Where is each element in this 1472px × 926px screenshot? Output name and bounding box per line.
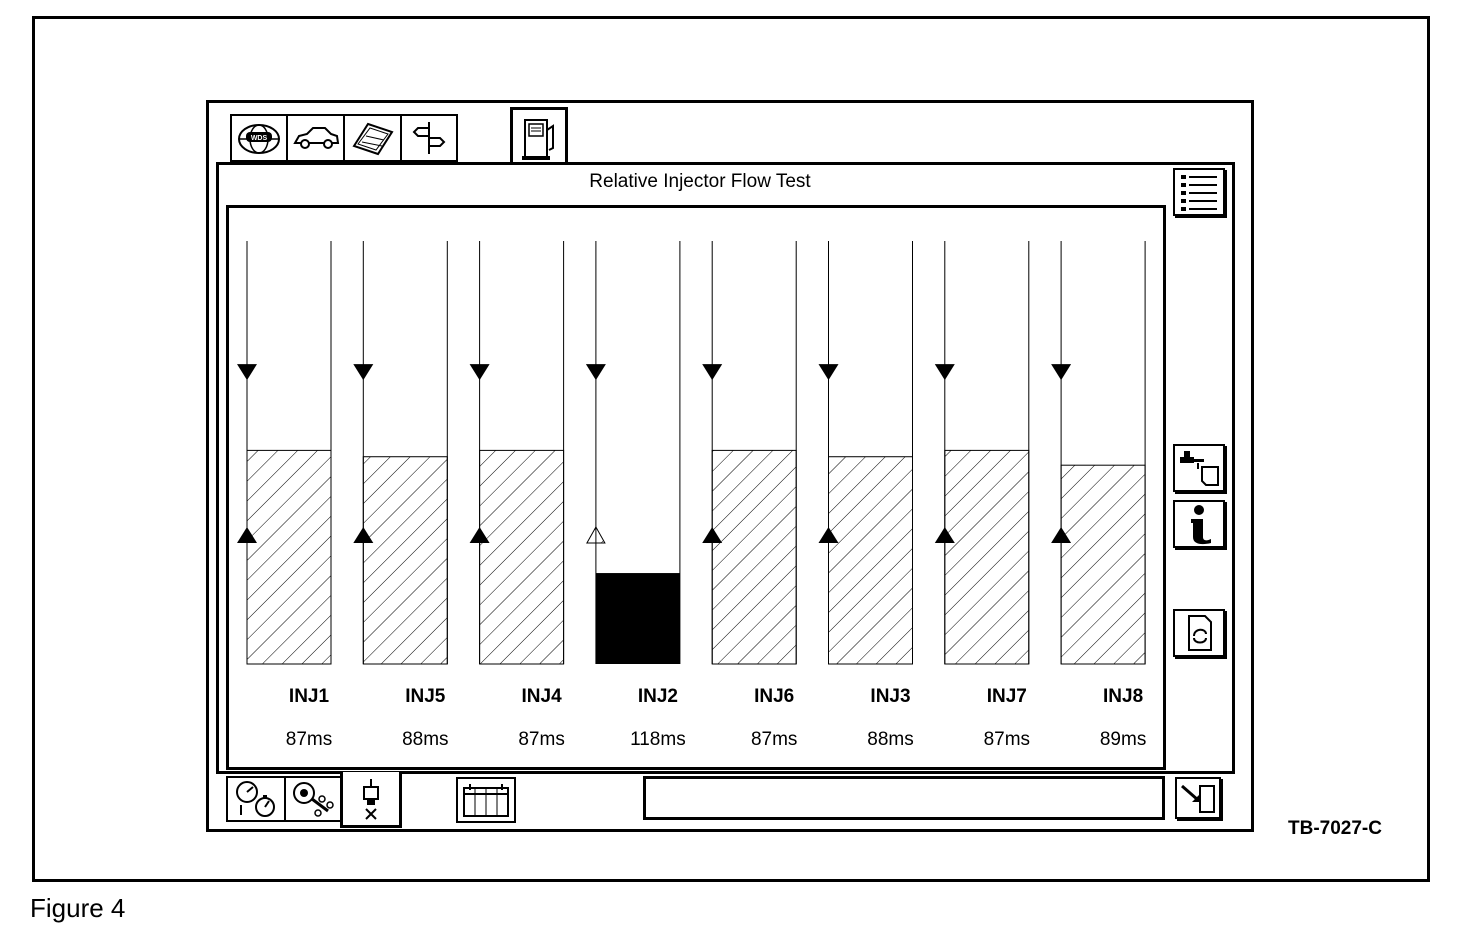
fuel-pump-icon [522, 118, 554, 160]
wds-globe-icon: WDS [238, 124, 280, 154]
injector-label: INJ4 [521, 686, 562, 707]
lower-limit-marker [1051, 526, 1072, 543]
tab-actuator[interactable] [284, 776, 342, 822]
figure-caption: Figure 4 [30, 893, 126, 923]
upper-limit-marker [353, 364, 374, 381]
signpost-icon [412, 122, 446, 154]
upper-limit-marker [1051, 364, 1072, 381]
injector-bar [479, 449, 565, 665]
status-message-field [643, 776, 1165, 820]
svg-text:WDS: WDS [251, 135, 268, 142]
injector-icon [363, 778, 379, 820]
refresh-page-button[interactable] [1173, 609, 1225, 657]
lower-limit-marker [353, 526, 374, 543]
gauges-icon [236, 781, 275, 817]
injector-pulse-value: 89ms [1099, 729, 1147, 750]
tab-wds[interactable]: WDS [230, 114, 288, 162]
tab-gauges[interactable] [226, 776, 286, 822]
injector-label: INJ8 [1103, 686, 1144, 707]
upper-limit-marker [469, 364, 490, 381]
reference-code: TB-7027-C [1288, 818, 1382, 839]
injector-bar [595, 573, 680, 664]
injector-bar [944, 449, 1030, 665]
upper-limit-marker [818, 364, 839, 381]
injector-label: INJ7 [986, 686, 1027, 707]
list-menu-button[interactable] [1173, 168, 1225, 216]
tab-toolbox[interactable] [343, 114, 402, 162]
injector-bar [711, 449, 797, 665]
upper-limit-marker [237, 364, 257, 381]
vehicle-icon [292, 127, 339, 149]
lower-limit-marker [586, 525, 606, 544]
toolbox-icon [351, 122, 394, 156]
lower-limit-marker [818, 526, 839, 543]
injector-pulse-value: 88ms [402, 729, 449, 750]
injector-label: INJ5 [405, 686, 446, 707]
tab-vehicle[interactable] [286, 114, 345, 162]
info-button[interactable] [1173, 500, 1225, 548]
calendar-abcd-icon [463, 784, 509, 817]
injector-label: INJ1 [288, 686, 330, 707]
injector-pulse-value: 118ms [630, 729, 686, 750]
tab-signpost[interactable] [400, 114, 458, 162]
injector-label: INJ3 [870, 686, 911, 707]
upper-limit-marker [702, 364, 723, 381]
lower-limit-marker [934, 526, 955, 543]
upper-limit-marker [934, 364, 955, 381]
lower-limit-marker [237, 526, 257, 543]
injector-label: INJ6 [754, 686, 795, 707]
refresh-page-icon [1188, 615, 1212, 651]
injector-bar [1060, 464, 1146, 665]
tab-fuel-pump[interactable] [510, 107, 568, 165]
injector-pulse-value: 87ms [285, 729, 333, 750]
injector-pulse-value: 88ms [867, 729, 914, 750]
fuel-flow-icon [1180, 451, 1219, 486]
exit-button[interactable] [1175, 777, 1221, 819]
fuel-flow-button[interactable] [1173, 444, 1225, 492]
injector-bar [362, 456, 448, 665]
tab-calendar[interactable] [456, 777, 516, 823]
lower-limit-marker [702, 526, 723, 543]
upper-limit-marker [585, 364, 606, 381]
injector-pulse-value: 87ms [983, 729, 1031, 750]
injector-label: INJ2 [637, 686, 678, 707]
exit-arrow-icon [1181, 784, 1215, 813]
tab-injector[interactable] [340, 772, 402, 828]
injector-pulse-value: 87ms [518, 729, 565, 750]
injector-bar-chart [237, 241, 1146, 665]
info-icon [1191, 505, 1211, 545]
page-title: Relative Injector Flow Test [589, 171, 811, 192]
injector-pulse-value: 87ms [750, 729, 798, 750]
injector-bar [246, 449, 332, 665]
actuator-icon [293, 782, 334, 817]
injector-bar [828, 456, 913, 665]
list-menu-icon [1181, 175, 1217, 211]
lower-limit-marker [469, 526, 490, 543]
figure-frame [32, 16, 1430, 882]
